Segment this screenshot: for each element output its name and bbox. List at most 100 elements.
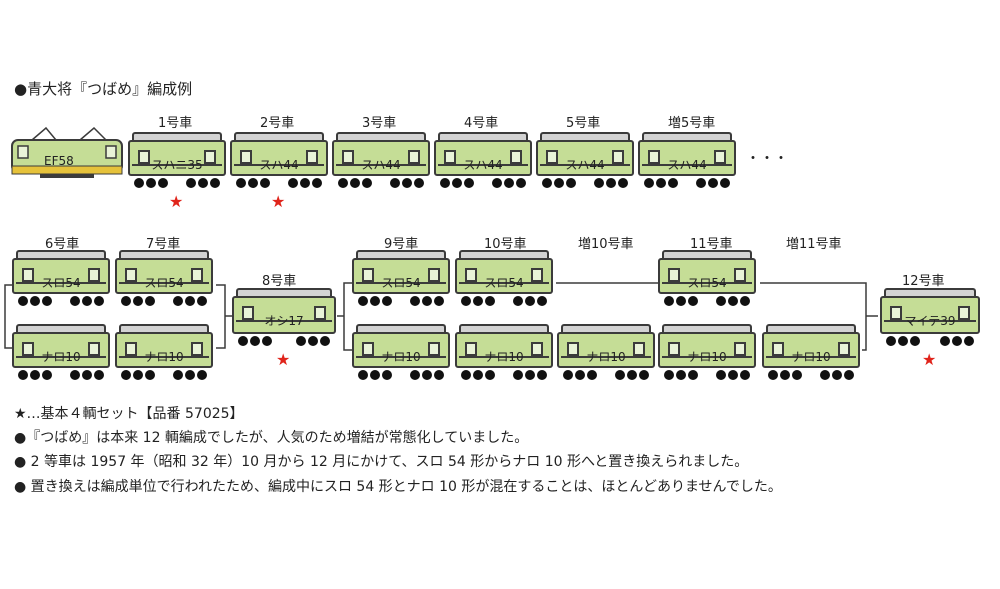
car-wheel bbox=[94, 296, 104, 306]
car-11-top: スロ54 bbox=[658, 250, 756, 306]
car-window bbox=[125, 342, 137, 356]
car-wheel bbox=[676, 370, 686, 380]
car-6-bottom: ナロ10 bbox=[12, 324, 110, 380]
diagram-title: ●青大将『つばめ』編成例 bbox=[14, 80, 193, 98]
car-type-label: スハ44 bbox=[259, 158, 299, 172]
car-wheel bbox=[606, 178, 616, 188]
car-stripe bbox=[438, 164, 528, 166]
car-row1: スハ44 bbox=[434, 132, 532, 188]
car-wheel bbox=[308, 336, 318, 346]
car-wheel bbox=[288, 178, 298, 188]
car-stripe bbox=[119, 282, 209, 284]
car-stripe bbox=[662, 356, 752, 358]
locomotive-label: EF58 bbox=[44, 154, 74, 168]
car-wheel bbox=[414, 178, 424, 188]
car-window bbox=[633, 342, 645, 356]
car-wheel bbox=[350, 178, 360, 188]
car-row1: スハ44 bbox=[638, 132, 736, 188]
locomotive-ef58: EF58 bbox=[10, 126, 124, 186]
car-number-row1: 4号車 bbox=[464, 116, 499, 131]
car-window bbox=[734, 268, 746, 282]
car-wheel bbox=[248, 178, 258, 188]
car-wheel bbox=[513, 296, 523, 306]
car-body: スハ44 bbox=[638, 140, 736, 176]
car-body: ナロ10 bbox=[658, 332, 756, 368]
car-type-label: スロ54 bbox=[484, 276, 524, 290]
car-wheel bbox=[575, 370, 585, 380]
car-body: スロ54 bbox=[352, 258, 450, 294]
car-wheel bbox=[618, 178, 628, 188]
car-window bbox=[204, 150, 216, 164]
car-wheel bbox=[940, 336, 950, 346]
car-wheel bbox=[70, 296, 80, 306]
basic-set-star: ★ bbox=[169, 192, 184, 211]
car-wheel bbox=[716, 370, 726, 380]
car-window bbox=[890, 306, 902, 320]
car-type-label: スハ44 bbox=[667, 158, 707, 172]
car-stripe bbox=[16, 356, 106, 358]
car-window bbox=[191, 342, 203, 356]
car-type-label: ナロ10 bbox=[484, 350, 524, 364]
car-wheel bbox=[82, 370, 92, 380]
car-wheel bbox=[664, 296, 674, 306]
car-wheel bbox=[158, 178, 168, 188]
car-body: オシ17 bbox=[232, 296, 336, 334]
car-wheel bbox=[145, 296, 155, 306]
note-basic-set: ★…基本４輌セット【品番 57025】 bbox=[14, 406, 244, 422]
basic-set-star: ★ bbox=[922, 350, 937, 369]
car-wheel bbox=[516, 178, 526, 188]
car-wheel bbox=[780, 370, 790, 380]
car-window bbox=[546, 150, 558, 164]
car-9-bottom: ナロ10 bbox=[352, 324, 450, 380]
car-type-label: オシ17 bbox=[264, 314, 304, 328]
car-wheel bbox=[542, 178, 552, 188]
car-body: ナロ10 bbox=[12, 332, 110, 368]
car-wheel bbox=[898, 336, 908, 346]
car-type-label: ナロ10 bbox=[381, 350, 421, 364]
car-7-top: スロ54 bbox=[115, 250, 213, 306]
car-wheel bbox=[696, 178, 706, 188]
car-type-label: スロ54 bbox=[144, 276, 184, 290]
car-wheel bbox=[121, 296, 131, 306]
car-body: スロ54 bbox=[658, 258, 756, 294]
car-type-label: スハニ35 bbox=[151, 158, 203, 172]
car-wheel bbox=[832, 370, 842, 380]
car-number-row1: 1号車 bbox=[158, 116, 193, 131]
car-wheel bbox=[434, 296, 444, 306]
car-wheel bbox=[197, 296, 207, 306]
car-number-10: 10号車 bbox=[484, 237, 527, 252]
car-number-10x: 増10号車 bbox=[578, 237, 634, 252]
car-wheel bbox=[121, 370, 131, 380]
car-stripe bbox=[132, 164, 222, 166]
car-wheel bbox=[30, 296, 40, 306]
basic-set-star: ★ bbox=[276, 350, 291, 369]
car-wheel bbox=[537, 296, 547, 306]
car-stripe bbox=[540, 164, 630, 166]
car-wheel bbox=[716, 296, 726, 306]
car-number-row1: 2号車 bbox=[260, 116, 295, 131]
car-window bbox=[88, 268, 100, 282]
car-stripe bbox=[642, 164, 732, 166]
car-body: スハニ35 bbox=[128, 140, 226, 176]
car-stripe bbox=[16, 282, 106, 284]
car-stripe bbox=[662, 282, 752, 284]
car-wheel bbox=[644, 178, 654, 188]
car-wheel bbox=[639, 370, 649, 380]
car-window bbox=[838, 342, 850, 356]
car-window bbox=[88, 342, 100, 356]
car-window bbox=[138, 150, 150, 164]
car-body: スハ44 bbox=[434, 140, 532, 176]
car-wheel bbox=[461, 296, 471, 306]
car-stripe bbox=[459, 282, 549, 284]
car-wheel bbox=[688, 296, 698, 306]
car-stripe bbox=[459, 356, 549, 358]
car-stripe bbox=[336, 164, 426, 166]
car-number-9: 9号車 bbox=[384, 237, 419, 252]
car-wheel bbox=[886, 336, 896, 346]
car-wheel bbox=[198, 178, 208, 188]
car-wheel bbox=[422, 370, 432, 380]
car-wheel bbox=[473, 296, 483, 306]
car-10-bottom: ナロ10 bbox=[455, 324, 553, 380]
car-wheel bbox=[262, 336, 272, 346]
car-window bbox=[531, 342, 543, 356]
